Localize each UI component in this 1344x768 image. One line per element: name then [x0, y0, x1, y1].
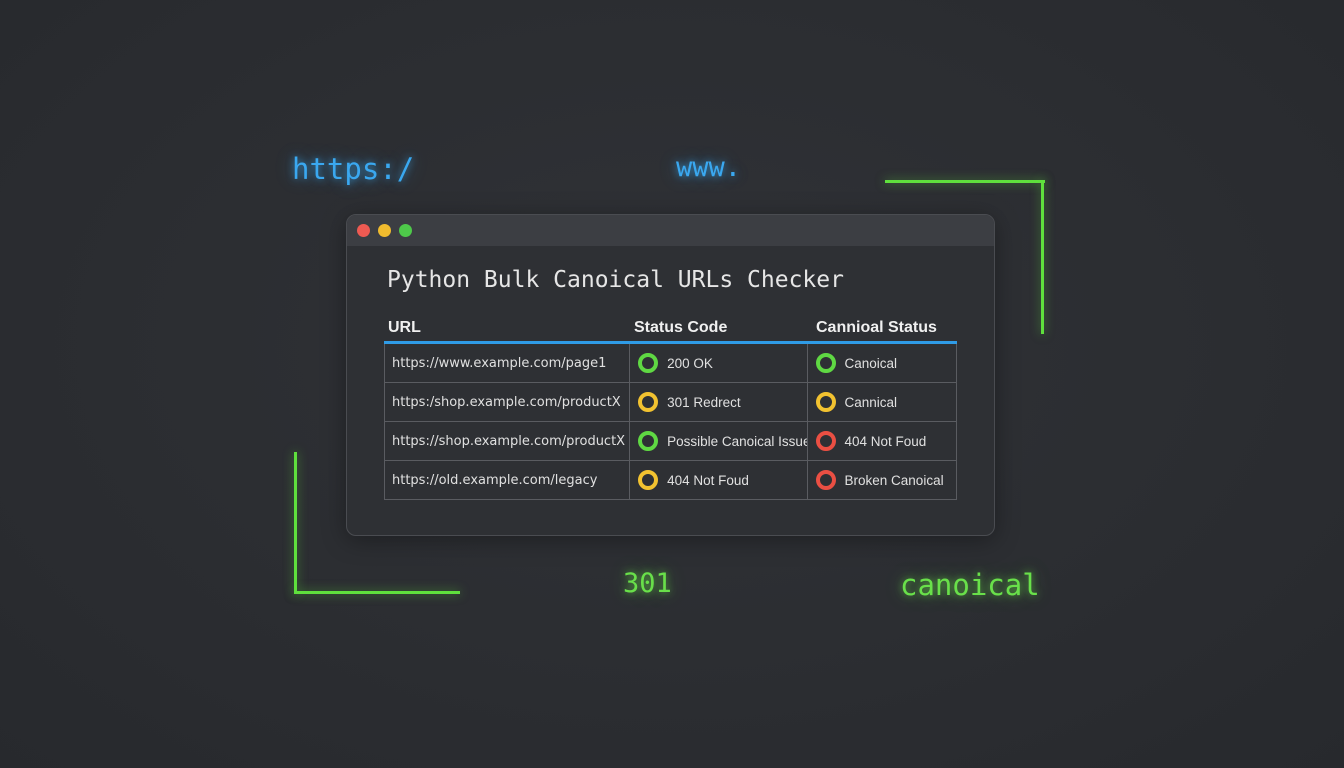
green-ring-icon	[638, 353, 659, 373]
minimize-window-button[interactable]	[378, 224, 391, 237]
yellow-ring-icon	[815, 392, 836, 412]
table-row[interactable]: https://old.example.com/legacy 404 Not F…	[385, 461, 956, 500]
yellow-ring-icon	[638, 470, 659, 490]
red-ring-icon	[815, 470, 836, 490]
canonical-status-text: Cannical	[844, 394, 898, 410]
status-code-cell: 200 OK	[630, 344, 808, 382]
status-code-decoration-text: 301	[623, 568, 672, 599]
green-ring-icon	[638, 431, 659, 451]
column-header-canonical-status: Cannioal Status	[816, 319, 937, 336]
status-code-text: 200 OK	[667, 355, 713, 371]
yellow-ring-icon	[638, 392, 659, 412]
status-code-text: Possible Canoical Issue	[667, 433, 808, 449]
column-header-url: URL	[388, 319, 421, 336]
canonical-status-text: Broken Canoical	[844, 472, 944, 488]
red-ring-icon	[815, 431, 836, 451]
www-decoration-text: www.	[676, 152, 742, 183]
column-header-status-code: Status Code	[634, 319, 728, 336]
url-cell: https://shop.example.com/productX	[385, 422, 631, 460]
status-code-cell: 404 Not Foud	[630, 461, 808, 499]
url-cell: https:/shop.example.com/productX	[385, 383, 631, 421]
results-table: URL Status Code Cannioal Status https://…	[384, 315, 957, 500]
status-code-cell: 301 Redrect	[630, 383, 808, 421]
app-window: Python Bulk Canoical URLs Checker URL St…	[346, 214, 995, 536]
status-code-text: 301 Redrect	[667, 394, 741, 410]
app-title: Python Bulk Canoical URLs Checker	[387, 267, 844, 293]
table-header: URL Status Code Cannioal Status	[384, 315, 957, 344]
window-titlebar	[347, 215, 994, 246]
close-window-button[interactable]	[357, 224, 370, 237]
canonical-decoration-text: canoical	[900, 568, 1040, 602]
url-cell: https://www.example.com/page1	[385, 344, 631, 382]
status-code-cell: Possible Canoical Issue	[630, 422, 808, 460]
green-ring-icon	[815, 353, 836, 373]
canonical-status-text: Canoical	[844, 355, 898, 371]
bottom-left-bracket-horizontal	[294, 591, 460, 594]
table-body: https://www.example.com/page1 200 OK Can…	[384, 344, 957, 500]
canonical-status-cell: 404 Not Foud	[808, 422, 956, 460]
maximize-window-button[interactable]	[399, 224, 412, 237]
https-decoration-text: https:/	[292, 152, 415, 186]
url-cell: https://old.example.com/legacy	[385, 461, 631, 499]
canonical-status-text: 404 Not Foud	[844, 433, 927, 449]
table-row[interactable]: https://shop.example.com/productX Possib…	[385, 422, 956, 461]
bottom-left-bracket-vertical	[294, 452, 297, 594]
status-code-text: 404 Not Foud	[667, 472, 749, 488]
top-right-bracket-vertical	[1041, 180, 1044, 334]
table-row[interactable]: https://www.example.com/page1 200 OK Can…	[385, 344, 956, 383]
canonical-status-cell: Canoical	[808, 344, 956, 382]
canonical-status-cell: Broken Canoical	[808, 461, 956, 499]
table-row[interactable]: https:/shop.example.com/productX 301 Red…	[385, 383, 956, 422]
top-right-bracket-horizontal	[885, 180, 1045, 183]
canonical-status-cell: Cannical	[808, 383, 956, 421]
